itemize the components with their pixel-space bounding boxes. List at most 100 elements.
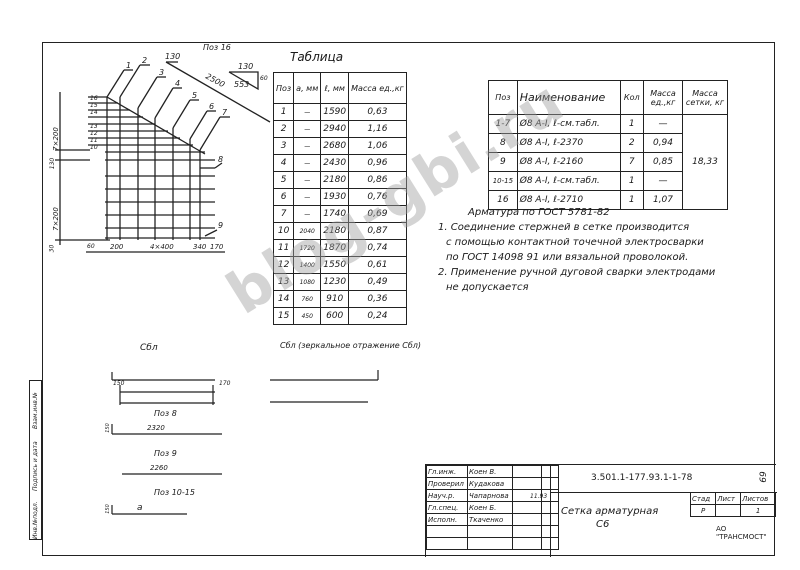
col-header: Масса сетки, кг: [682, 80, 728, 115]
bar-label: 1: [126, 61, 132, 70]
table-cell: —: [293, 171, 322, 189]
table-cell: 4: [272, 154, 295, 172]
table-cell: 2180: [320, 171, 350, 189]
signature-name: Чапарнова: [467, 489, 513, 502]
pos16-dim: 130: [165, 52, 181, 61]
table-cell: 3: [272, 137, 295, 155]
table-cell: 0,49: [348, 273, 407, 291]
side-stamp: Инв.№подл. Подпись и дата Взам.инв.№: [29, 380, 42, 540]
pos8-hook: 150: [104, 423, 111, 433]
dim-v-mid: 130: [49, 157, 57, 170]
table-cell: 0,24: [348, 307, 407, 325]
table-cell: 5: [272, 171, 295, 189]
section-sbl-title: Сбл: [140, 343, 158, 353]
note-line: по ГОСТ 14098 91 или вязальной проволоко…: [446, 252, 689, 263]
bar-label: 6: [209, 102, 215, 111]
left-label: 15: [90, 102, 98, 109]
bar-label: 3: [159, 68, 165, 77]
specification-table: Поз Наименование Кол Масса ед.,кг Масса …: [488, 80, 728, 210]
table-header-row: Поз a, мм ℓ, мм Масса ед.,кг: [272, 72, 407, 104]
table-cell: 1590: [320, 103, 350, 121]
table-cell: 2680: [320, 137, 350, 155]
signature-name: [467, 537, 513, 550]
code-cell: 3.501.1-177.93.1-1-78 69: [550, 465, 777, 493]
pos8-length: 2320: [147, 424, 165, 432]
table-cell: 600: [320, 307, 350, 325]
table-cell: 2: [272, 120, 295, 138]
signature-role: Исполн.: [426, 513, 468, 526]
bar-label: 7: [222, 108, 228, 117]
left-label: 12: [90, 130, 98, 137]
table-header-row: Поз Наименование Кол Масса ед.,кг Масса …: [488, 80, 728, 115]
bar-label: 5: [192, 91, 198, 100]
triangle-dim: 130: [238, 62, 254, 71]
col-header: ℓ, мм: [320, 72, 350, 104]
sheet-value: [715, 504, 742, 517]
stage-label: Стад: [689, 492, 717, 505]
table1-title: Таблица: [290, 50, 344, 64]
left-label: 14: [90, 109, 98, 116]
pos10-15-label: Поз 10-15: [154, 488, 195, 497]
table-cell: 0,36: [348, 290, 407, 308]
signature-name: [467, 525, 513, 538]
date-note: 11.93: [530, 493, 548, 500]
table-cell: 450: [293, 307, 322, 325]
col-header: Поз: [272, 72, 295, 104]
table-cell: 1: [619, 171, 644, 191]
signature-row: [426, 525, 559, 538]
signature-role: Науч.р.: [426, 489, 468, 502]
triangle-dim: 553: [234, 80, 250, 89]
table-cell: 1,06: [348, 137, 407, 155]
section-dim-right: 170: [219, 380, 231, 387]
signature-cell: [512, 501, 542, 514]
note-standard: Арматура по ГОСТ 5781-82: [468, 207, 610, 218]
dim-h2: 200: [110, 243, 124, 251]
dim-v-top: 7×200: [51, 127, 60, 151]
total-mass: 18,33: [682, 114, 728, 210]
table-cell: Ø8 A-I, ℓ-2160: [516, 152, 621, 172]
section-sbl-mirror-title: Сбл (зеркальное отражение Сбл): [280, 341, 422, 350]
col-header: Масса ед.,кг: [348, 72, 407, 104]
section-dim-left: 150: [113, 380, 125, 387]
table-cell: 1: [272, 103, 295, 121]
table-cell: 0,85: [643, 152, 683, 172]
table-cell: —: [293, 137, 322, 155]
title-cell: Сетка арматурная С6: [550, 492, 691, 557]
table-cell: 1930: [320, 188, 350, 206]
left-label: 13: [90, 123, 98, 130]
note-line: 1. Соединение стержней в сетке производи…: [438, 222, 690, 233]
signature-name: Коен Б.: [467, 501, 513, 514]
table-cell: —: [293, 120, 322, 138]
signature-cell: [512, 477, 542, 490]
signature-role: [426, 525, 468, 538]
signature-cell: [512, 525, 542, 538]
table-cell: 15: [272, 307, 295, 325]
signature-row: Гл.инж.Коен В.: [426, 465, 559, 478]
dim-h1: 60: [87, 243, 95, 250]
pos8-label: Поз 8: [154, 409, 177, 418]
pos10-15-length: a: [137, 503, 143, 513]
signature-name: Кудакова: [467, 477, 513, 490]
dim-v-end: 30: [48, 244, 56, 253]
drawing-title: Сетка арматурная: [561, 506, 659, 517]
signature-role: Проверил: [426, 477, 468, 490]
table-cell: 1: [619, 114, 644, 134]
document-code: 3.501.1-177.93.1-1-78: [591, 473, 693, 483]
signature-row: Исполн.Ткаченко: [426, 513, 559, 526]
col-header: Кол: [619, 80, 644, 115]
pos9-label: Поз 9: [154, 449, 177, 458]
